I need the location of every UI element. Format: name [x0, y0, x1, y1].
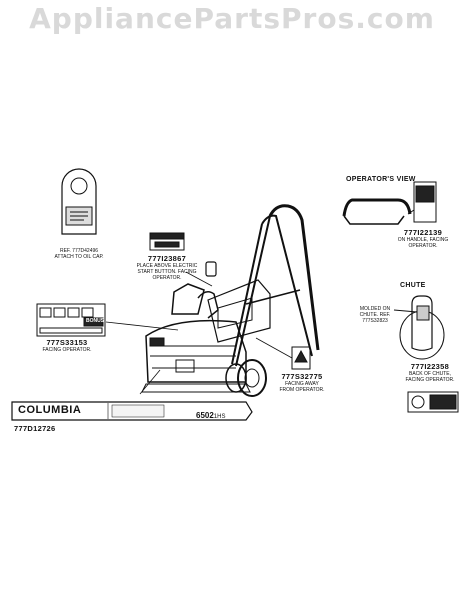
- start-button-part-number: 777I23867: [147, 254, 187, 263]
- chute-title: CHUTE: [400, 282, 426, 289]
- panel-decal: [36, 303, 106, 337]
- chute-back-callout: 777I22358 BACK OF CHUTE, FACING OPERATOR…: [400, 362, 460, 383]
- leader-lines: [105, 271, 293, 395]
- snowblower-body: [141, 204, 320, 397]
- handle-part-number: 777I22139: [403, 228, 443, 237]
- model-number: 65021HS: [196, 405, 225, 423]
- model-number-main: 6502: [196, 411, 214, 420]
- panel-note: FACING OPERATOR.: [42, 347, 92, 353]
- handle-note: ON HANDLE, FACING OPERATOR.: [397, 237, 449, 249]
- operators-view-title: OPERATOR'S VIEW: [346, 176, 416, 183]
- panel-part-number: 777S33153: [46, 338, 88, 347]
- panel-callout: 777S33153 FACING OPERATOR.: [34, 338, 100, 353]
- oil-cap-note: ATTACH TO OIL CAP.: [54, 254, 104, 260]
- banner-part-number: 777D12726: [14, 424, 56, 433]
- handle-operator-view: [342, 181, 437, 225]
- start-button-callout: 777I23867 PLACE ABOVE ELECTRIC START BUT…: [136, 254, 198, 281]
- warning-part-number: 777S32775: [281, 372, 323, 381]
- chute-back-note: BACK OF CHUTE, FACING OPERATOR.: [405, 371, 455, 383]
- oil-cap-tag: [61, 168, 97, 235]
- warning-decal: [291, 346, 311, 370]
- chute-back-part-number: 777I22358: [410, 362, 450, 371]
- watermark: AppliancePartsPros.com: [29, 2, 435, 35]
- brand-logo-text: COLUMBIA: [18, 404, 82, 416]
- chute-molded-note: MOLDED ON CHUTE. REF. 777S32823: [359, 306, 391, 324]
- start-button-note: PLACE ABOVE ELECTRIC START BUTTON. FACIN…: [136, 263, 198, 281]
- handle-callout: 777I22139 ON HANDLE, FACING OPERATOR.: [392, 228, 454, 249]
- model-number-suffix: 1HS: [213, 414, 226, 420]
- chute-drawing: [393, 295, 459, 413]
- warning-note: FACING AWAY FROM OPERATOR.: [279, 381, 325, 393]
- warning-callout: 777S32775 FACING AWAY FROM OPERATOR.: [278, 372, 326, 393]
- start-button-label: [149, 232, 185, 251]
- oil-cap-ref-number: REF. 777D42496: [59, 248, 99, 254]
- oil-cap-ref: REF. 777D42496 ATTACH TO OIL CAP.: [40, 248, 118, 260]
- bonus-text: BONUS: [86, 318, 105, 324]
- bottom-banner: [11, 401, 253, 421]
